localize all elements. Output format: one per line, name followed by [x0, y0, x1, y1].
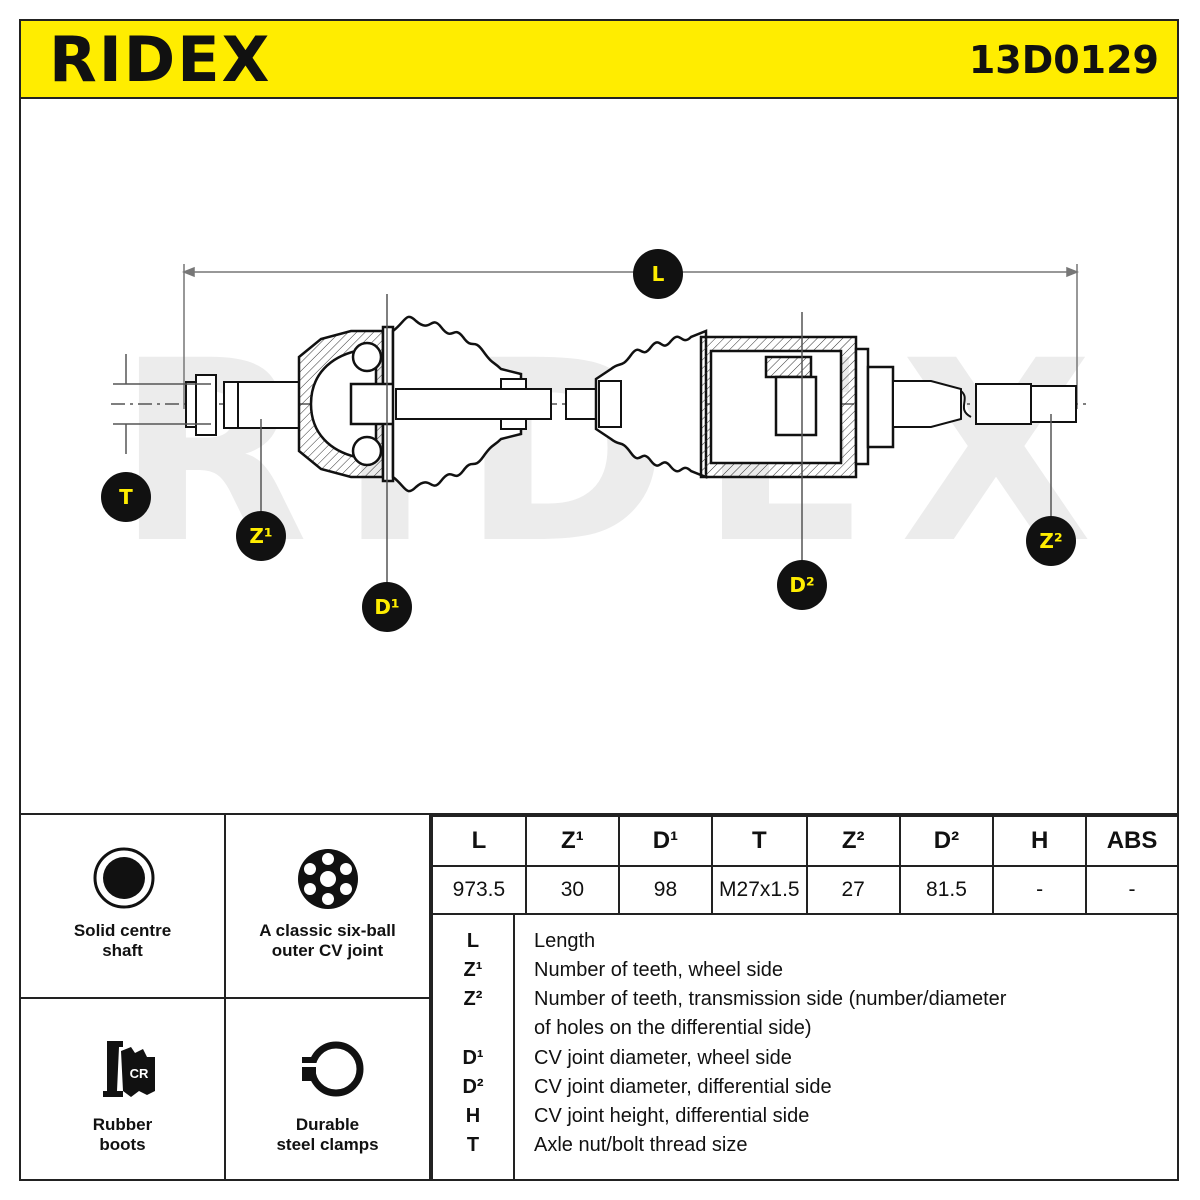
callout-l-label: L [652, 262, 665, 286]
drive-shaft-diagram: RIDEX [101, 249, 1093, 632]
page-frame [19, 19, 1179, 1181]
legend: L Length Z¹ Number of teeth, wheel side … [431, 913, 1177, 1181]
feature-six-ball-joint: A classic six-ball outer CV joint [226, 815, 431, 999]
spec-header-z2: Z² [805, 815, 901, 867]
spec-value-d2: 81.5 [898, 865, 995, 915]
outer-cv-joint [297, 325, 398, 483]
spec-value-abs: - [1085, 865, 1177, 915]
feature-solid-shaft: Solid centre shaft [21, 815, 226, 999]
spec-value-row: 973.5 30 98 M27x1.5 27 81.5 - - [431, 865, 1177, 915]
header-bar: RIDEX 13D0129 [21, 21, 1177, 99]
feature-label: A classic six-ball outer CV joint [259, 921, 396, 960]
feature-rubber-boots: CR Rubber boots [21, 999, 226, 1181]
legend-row: Z¹ Number of teeth, wheel side [433, 956, 1179, 985]
feature-label: Solid centre shaft [73, 921, 172, 960]
callout-t: T [101, 472, 151, 522]
cr-badge: CR [130, 1066, 149, 1081]
legend-text: of holes on the differential side) [534, 1017, 812, 1039]
legend-row: D² CV joint diameter, differential side [433, 1073, 1179, 1102]
legend-key: L [466, 930, 480, 952]
spec-value-z2: 27 [805, 865, 901, 915]
spec-header-d2: D² [898, 815, 995, 867]
legend-key: D¹ [462, 1047, 484, 1069]
rubber-boot-icon: CR [103, 1041, 155, 1097]
legend-text: Number of teeth, transmission side (numb… [534, 988, 1007, 1010]
callout-z1: Z¹ [236, 511, 286, 561]
legend-key: D² [462, 1076, 484, 1098]
legend-text: Axle nut/bolt thread size [534, 1134, 748, 1156]
inner-boot-clamp [598, 380, 622, 428]
legend-text: CV joint diameter, wheel side [534, 1047, 792, 1069]
callout-d2: D² [777, 560, 827, 610]
spec-value-t: M27x1.5 [711, 865, 808, 915]
callout-z2: Z² [1026, 516, 1076, 566]
legend-key: Z² [463, 988, 483, 1010]
spec-value-l: 973.5 [431, 865, 527, 915]
spec-header-t: T [711, 815, 808, 867]
inner-cv-joint [699, 335, 895, 479]
shaft-left [395, 388, 552, 420]
spec-header-l: L [431, 815, 527, 867]
legend-row: Z² Number of teeth, transmission side (n… [433, 985, 1179, 1014]
legend-row: D¹ CV joint diameter, wheel side [433, 1044, 1179, 1073]
feature-steel-clamps: Durable steel clamps [226, 999, 431, 1181]
spec-value-d1: 98 [617, 865, 714, 915]
solid-shaft-icon [93, 847, 155, 909]
callout-t-label: T [119, 485, 133, 509]
specification-panel: Solid centre shaft A classic six-ball ou… [21, 813, 1177, 1181]
legend-text: Number of teeth, wheel side [534, 959, 784, 981]
legend-key: T [466, 1134, 480, 1156]
legend-text: CV joint diameter, differential side [534, 1076, 832, 1098]
transmission-side-stub [892, 380, 1077, 428]
brand-logo: RIDEX [49, 23, 272, 96]
dimension-l-line [181, 264, 1080, 409]
legend-text: CV joint height, differential side [534, 1105, 810, 1127]
callout-d1: D¹ [362, 582, 412, 632]
legend-key: Z¹ [463, 959, 483, 981]
feature-label: Rubber boots [92, 1115, 153, 1154]
spec-table: L Z¹ D¹ T Z² D² H ABS 973.5 30 98 M27x1.… [431, 815, 1177, 915]
callout-z1-label: Z¹ [249, 524, 272, 548]
spec-value-h: - [992, 865, 1088, 915]
spec-header-z1: Z¹ [524, 815, 620, 867]
legend-divider [513, 913, 515, 1181]
part-number: 13D0129 [968, 38, 1159, 82]
feature-label: Durable steel clamps [276, 1115, 379, 1154]
spec-header-h: H [992, 815, 1088, 867]
spec-value-z1: 30 [524, 865, 620, 915]
legend-row: of holes on the differential side) [433, 1014, 1179, 1043]
spec-header-row: L Z¹ D¹ T Z² D² H ABS [431, 815, 1177, 867]
legend-row: T Axle nut/bolt thread size [433, 1131, 1179, 1160]
callout-z2-label: Z² [1039, 529, 1062, 553]
spec-header-abs: ABS [1085, 815, 1177, 867]
legend-row: L Length [433, 927, 1179, 956]
spec-header-d1: D¹ [617, 815, 714, 867]
dimension-t-line [113, 354, 211, 454]
legend-row: H CV joint height, differential side [433, 1102, 1179, 1131]
steel-clamp-icon [298, 1041, 364, 1097]
legend-text: Length [534, 930, 596, 952]
six-ball-joint-icon [298, 849, 358, 909]
callout-d2-label: D² [789, 573, 814, 597]
callout-l: L [633, 249, 683, 299]
technical-drawing: RIDEX [21, 99, 1177, 813]
callout-d1-label: D¹ [374, 595, 399, 619]
legend-key: H [465, 1105, 481, 1127]
